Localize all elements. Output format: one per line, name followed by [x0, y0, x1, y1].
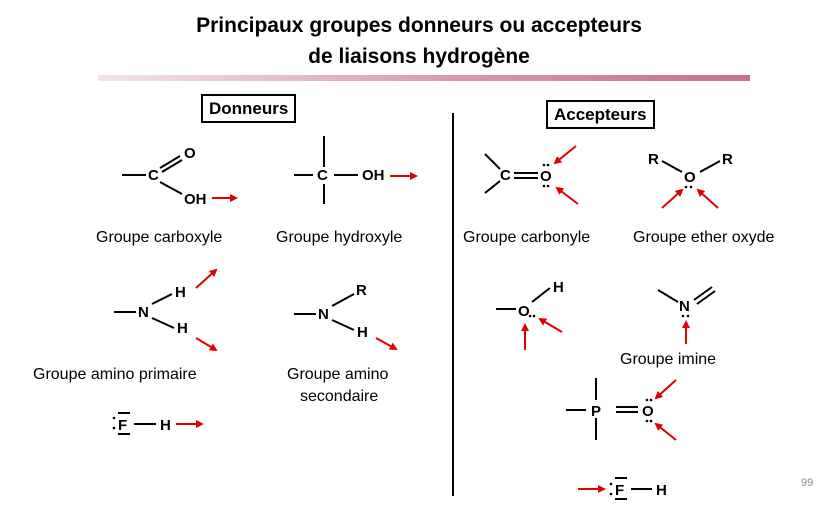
- atom-o: O: [540, 168, 552, 185]
- atom-h: H: [553, 279, 564, 296]
- atom-o: O: [684, 169, 696, 186]
- atom-oh: OH: [184, 191, 207, 208]
- phosphoryle-structure: P O: [566, 378, 677, 441]
- ether-structure: R O R: [648, 151, 733, 209]
- label-imine: Groupe imine: [620, 351, 717, 368]
- label-amino-primaire: Groupe amino primaire: [33, 366, 197, 383]
- imine-structure: N: [657, 286, 716, 344]
- atom-h: H: [175, 284, 186, 301]
- title-line-1: Principaux groupes donneurs ou accepteur…: [196, 14, 642, 37]
- atom-o: O: [518, 303, 530, 320]
- amino-primaire-structure: N H H: [114, 268, 218, 352]
- label-carboxyle: Groupe carboxyle: [96, 229, 223, 246]
- slide-title: Principaux groupes donneurs ou accepteur…: [0, 10, 838, 72]
- atom-o: O: [642, 403, 654, 420]
- atom-h: H: [656, 482, 667, 499]
- title-underline-bar: [98, 75, 750, 81]
- atom-oh: OH: [362, 167, 385, 184]
- atom-h: H: [160, 417, 171, 434]
- atom-r: R: [356, 282, 367, 299]
- atom-n: N: [138, 304, 149, 321]
- carboxyle-structure: C O OH: [122, 145, 238, 208]
- atom-c: C: [317, 167, 328, 184]
- atom-n: N: [318, 306, 329, 323]
- atom-f: F: [118, 417, 127, 434]
- column-divider: [452, 113, 454, 496]
- label-ether: Groupe ether oxyde: [633, 229, 775, 246]
- atom-c: C: [500, 167, 511, 184]
- carbonyle-structure: C O: [484, 145, 579, 205]
- atom-r: R: [722, 151, 733, 168]
- title-line-2: de liaisons hydrogène: [308, 45, 530, 68]
- atom-n: N: [679, 298, 690, 315]
- atom-o: O: [184, 145, 196, 162]
- hydroxyle-acceptor-structure: O H: [496, 279, 564, 350]
- atom-r: R: [648, 151, 659, 168]
- hf-acceptor-structure: F H: [578, 477, 667, 500]
- atom-c: C: [148, 167, 159, 184]
- atom-p: P: [591, 403, 601, 420]
- hydroxyle-structure: C OH: [294, 136, 418, 204]
- label-hydroxyle: Groupe hydroxyle: [276, 229, 403, 246]
- acceptors-header: Accepteurs: [546, 100, 655, 129]
- atom-f: F: [615, 482, 624, 499]
- label-carbonyle: Groupe carbonyle: [463, 229, 591, 246]
- donors-header: Donneurs: [201, 94, 297, 123]
- atom-h: H: [357, 324, 368, 341]
- hf-donor-structure: F H: [112, 412, 204, 435]
- label-amino-secondaire-2: secondaire: [300, 388, 379, 405]
- amino-secondaire-structure: N R H: [294, 282, 398, 350]
- page-number: 99: [801, 477, 814, 489]
- label-amino-secondaire-1: Groupe amino: [287, 366, 389, 383]
- atom-h: H: [177, 320, 188, 337]
